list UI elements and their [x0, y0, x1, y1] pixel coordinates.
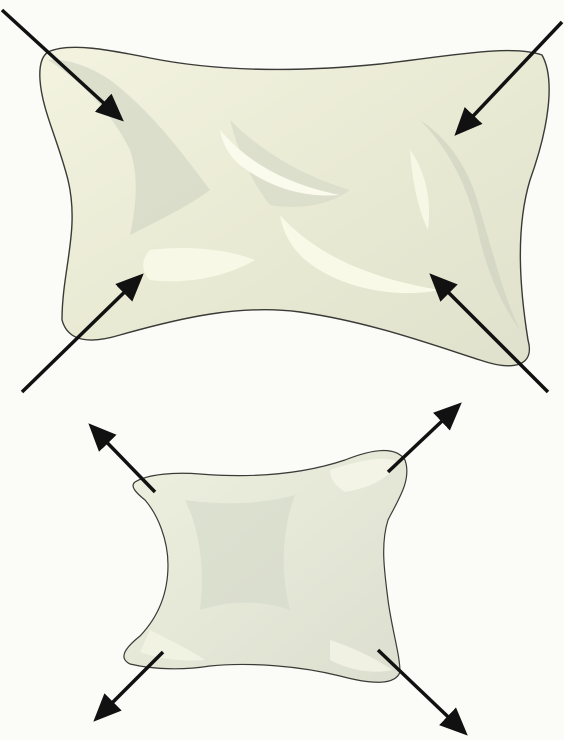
arrow-top-right-outward [388, 406, 458, 472]
arrow-top-left-outward [92, 427, 155, 492]
small-pillow [124, 451, 407, 683]
arrow-bottom-right-outward [378, 650, 464, 732]
